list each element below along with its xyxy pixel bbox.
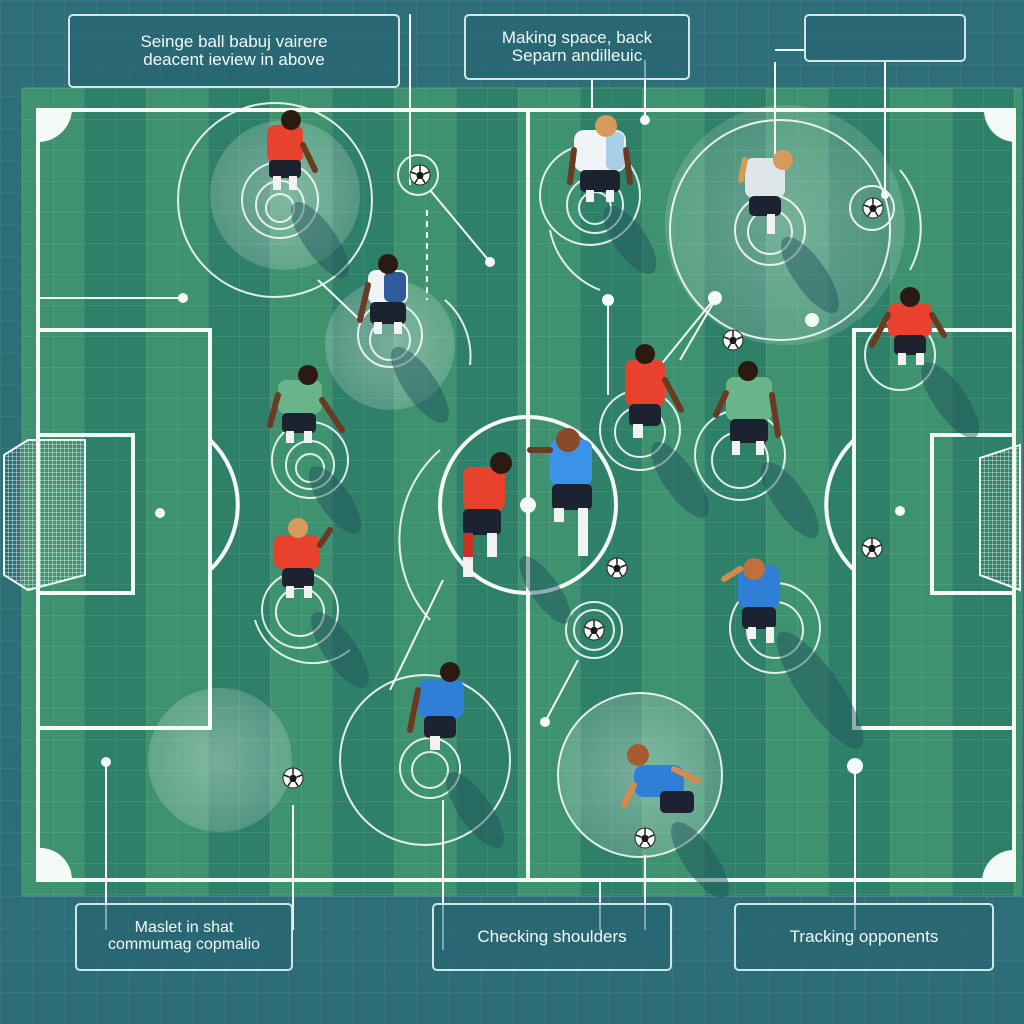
connector-dots [101, 115, 889, 774]
players [267, 110, 947, 813]
player-white-8 [567, 115, 633, 202]
callout-top-center-line1: Making space, back [501, 28, 653, 48]
ball-icon [722, 329, 744, 351]
player-blue-13 [721, 558, 780, 643]
callout-bottom-center-label: Checking shoulders [477, 927, 627, 947]
player-red-4 [274, 518, 333, 598]
player-green-3 [267, 365, 345, 443]
ball-icon [282, 767, 304, 789]
player-blue-6 [527, 428, 592, 556]
ball-icon [861, 537, 883, 559]
callout-top-center-line2: Separn andilleuic [511, 46, 643, 65]
left-goal [3, 439, 86, 592]
player-red-10 [625, 344, 684, 438]
ball-icon [862, 197, 884, 219]
ball-icon [634, 827, 656, 849]
player-shadows [291, 202, 979, 898]
callout-tracking-opponents: Tracking opponents [734, 903, 994, 971]
player-blue-14 [621, 744, 701, 813]
right-goal [979, 443, 1021, 592]
callout-top-center: Making space, back Separn andilleuic [464, 14, 690, 80]
player-red-12 [869, 287, 947, 365]
callout-bottom-left: Maslet in shat commumag copmalio [75, 903, 293, 971]
ball-icon [583, 619, 605, 641]
callout-top-left-line1: Seinge ball babuj vairere [140, 32, 328, 52]
player-red-1 [267, 110, 318, 190]
player-red-5 [463, 452, 512, 577]
callout-top-left: Seinge ball babuj vairere deacent ieview… [68, 14, 400, 88]
callout-bottom-left-line2: commumag copmalio [107, 936, 261, 953]
callout-bottom-right-label: Tracking opponents [789, 927, 939, 947]
callout-checking-shoulders: Checking shoulders [432, 903, 672, 971]
player-grey-9 [738, 150, 793, 234]
player-green-11 [713, 361, 781, 455]
callout-top-left-line2: deacent ieview in above [143, 50, 325, 69]
player-white-blue-2 [357, 254, 408, 334]
callout-top-right-empty [804, 14, 966, 62]
callout-bottom-left-line1: Maslet in shat [134, 919, 234, 937]
player-blue-7 [407, 662, 464, 750]
ball-icon [606, 557, 628, 579]
ball-icon [409, 164, 431, 186]
